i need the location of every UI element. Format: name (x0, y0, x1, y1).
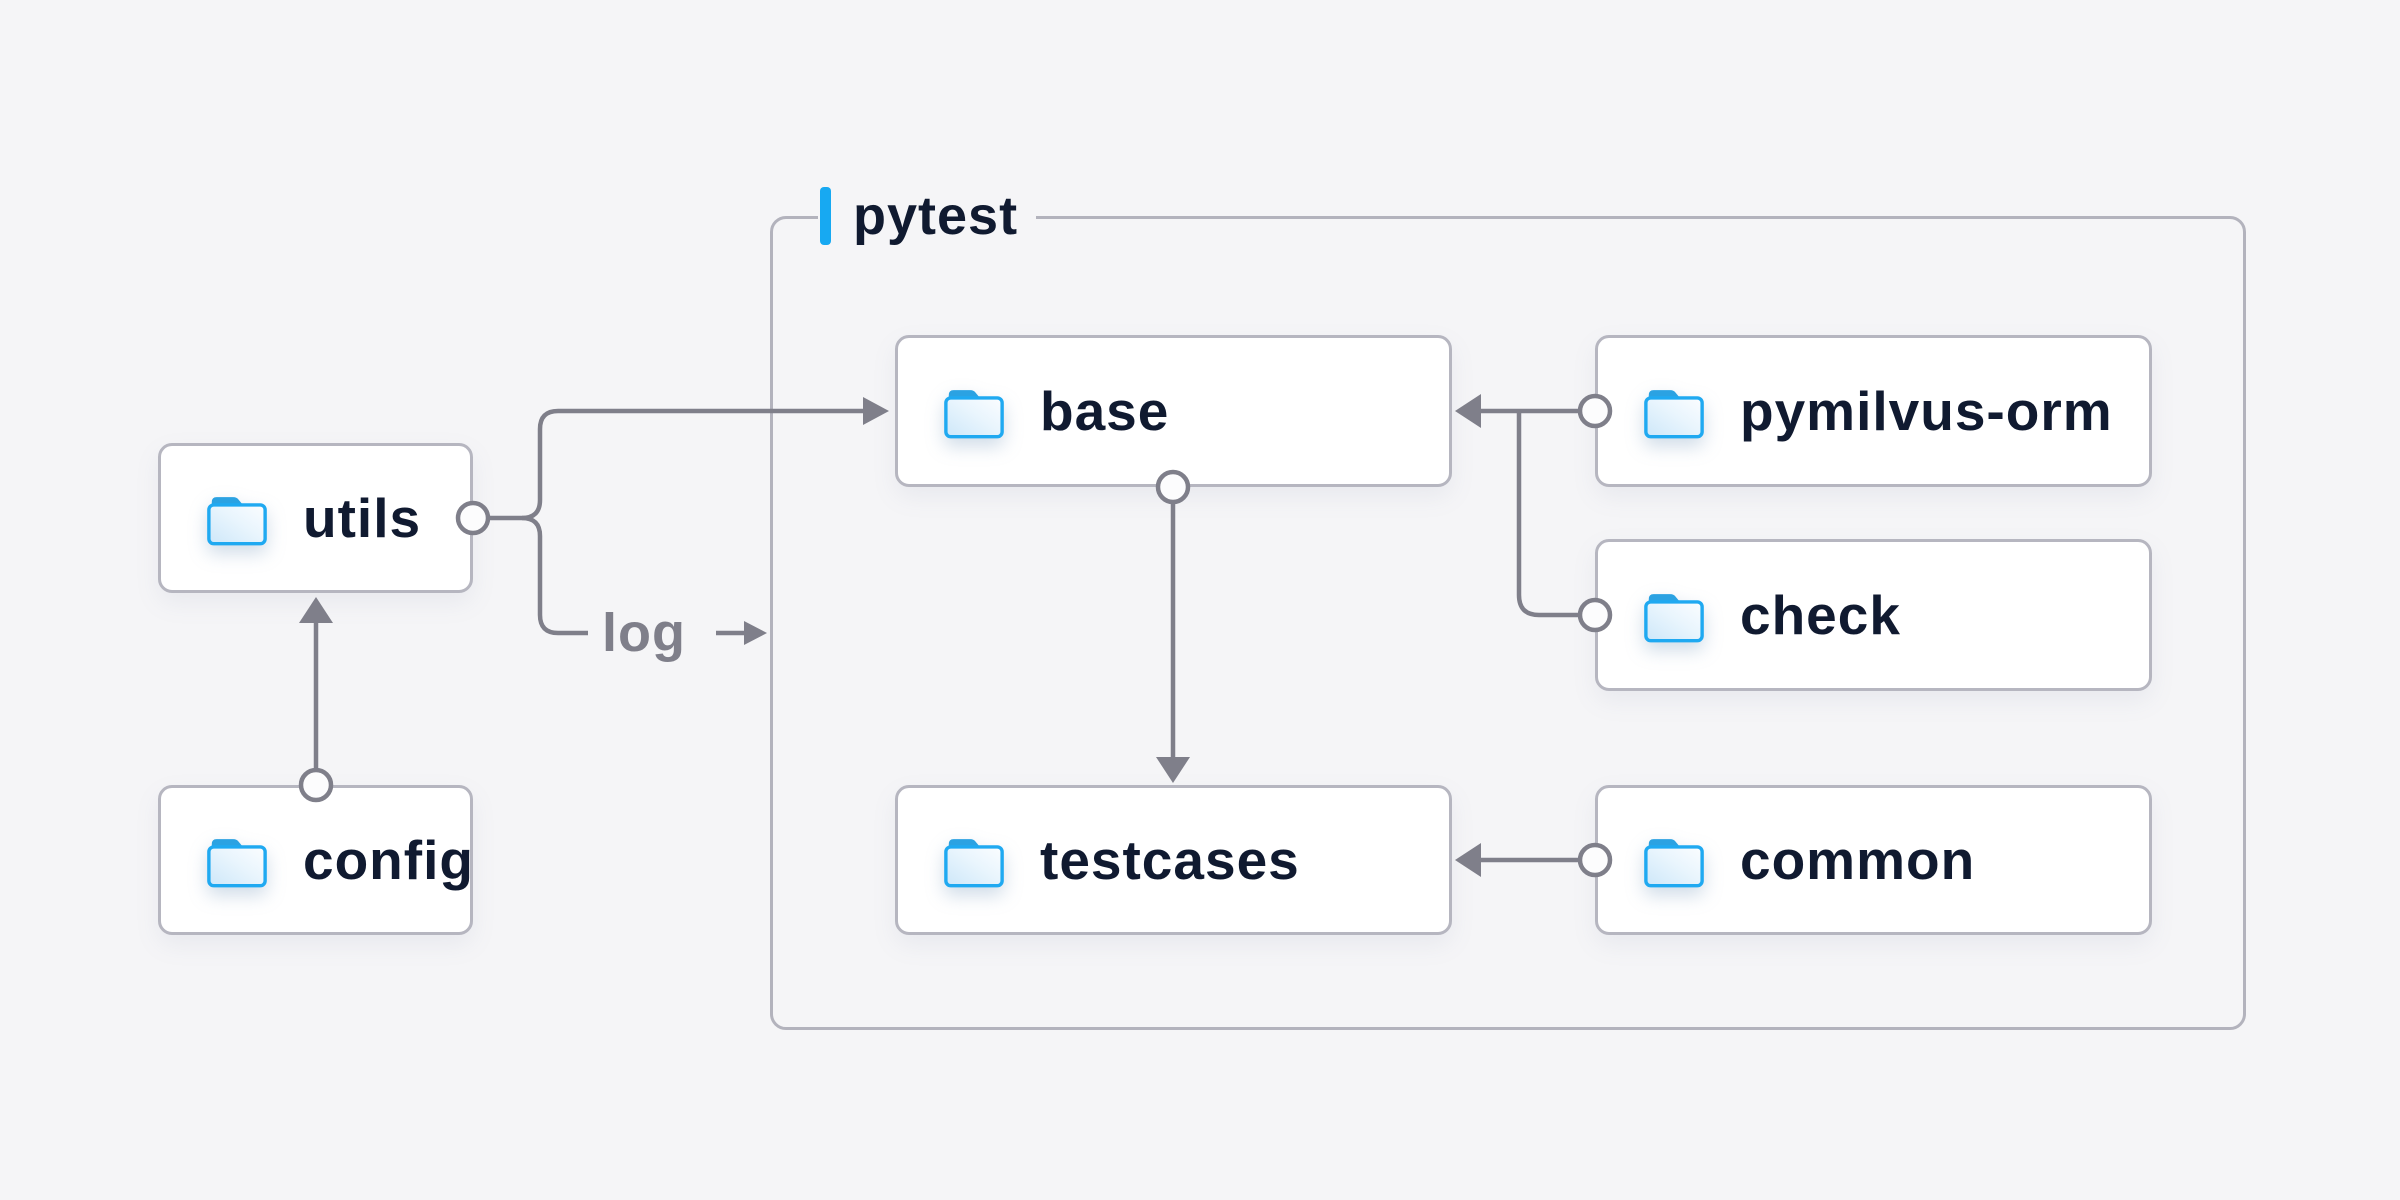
node-label: pymilvus-orm (1740, 380, 2113, 442)
node-testcases: testcases (895, 785, 1452, 935)
folder-icon (1644, 838, 1704, 887)
node-config: config (158, 785, 473, 935)
folder-icon (207, 838, 267, 887)
arrowhead (299, 597, 333, 623)
node-label: common (1740, 829, 1976, 891)
pytest-group-border (770, 216, 2246, 1030)
folder-icon (207, 496, 267, 545)
node-base: base (895, 335, 1452, 487)
node-label: testcases (1040, 829, 1300, 891)
node-utils: utils (158, 443, 473, 593)
node-label: config (303, 829, 474, 891)
node-label: utils (303, 487, 422, 549)
edge-label-log: log (602, 603, 686, 663)
edge-config-utils (298, 597, 334, 803)
node-check: check (1595, 539, 2152, 691)
accent-bar (820, 187, 831, 245)
node-pymilvus-orm: pymilvus-orm (1595, 335, 2152, 487)
node-label: base (1040, 380, 1170, 442)
node-common: common (1595, 785, 2152, 935)
arrowhead (744, 621, 767, 645)
node-label: check (1740, 584, 1901, 646)
folder-icon (1644, 389, 1704, 438)
group-label-text: pytest (853, 186, 1019, 246)
folder-icon (944, 838, 1004, 887)
folder-icon (1644, 593, 1704, 642)
folder-icon (944, 389, 1004, 438)
pytest-group-label: pytest (818, 177, 1037, 255)
